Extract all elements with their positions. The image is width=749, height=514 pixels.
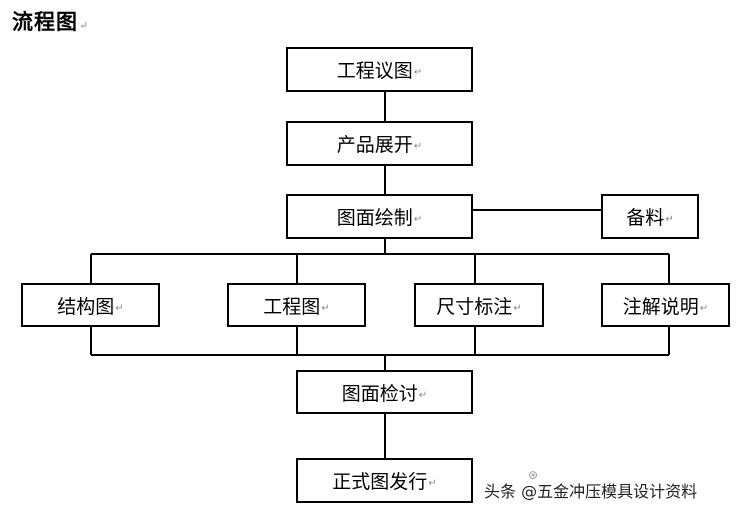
paragraph-mark: ↵ [321, 302, 330, 314]
paragraph-mark: ↵ [428, 478, 437, 489]
node-step1-label: 工程议图 [336, 60, 413, 82]
paragraph-mark: ↵ [115, 302, 124, 314]
paragraph-mark: ↵ [413, 214, 423, 225]
title-text: 流程图 [12, 9, 78, 34]
watermark-text: 头条 @五金冲压模具设计资料 [484, 482, 698, 501]
node-step2: 产品展开↵ [286, 121, 473, 166]
node-step3: 图面绘制↵ [286, 194, 473, 239]
paragraph-mark: ↵ [79, 19, 90, 32]
paragraph-mark: ↵ [699, 302, 709, 314]
paragraph-mark: ↵ [413, 67, 423, 78]
node-branch1: 结构图↵ [21, 283, 160, 327]
paragraph-mark: ↵ [665, 214, 674, 225]
node-branch3-label: 尺寸标注 [436, 295, 513, 318]
node-branch2-label: 工程图 [263, 295, 321, 318]
paragraph-mark: ↵ [513, 302, 522, 314]
node-step4-label: 图面检讨 [341, 382, 418, 405]
node-side: 备料↵ [601, 194, 699, 239]
node-step2-label: 产品展开 [336, 134, 413, 156]
node-branch4: 注解说明↵ [601, 283, 730, 327]
node-branch1-label: 结构图 [57, 295, 115, 318]
paragraph-mark: ↵ [418, 389, 428, 401]
node-step3-label: 图面绘制 [336, 207, 413, 229]
watermark: ⊛ 头条 @五金冲压模具设计资料 [484, 468, 698, 502]
paragraph-mark: ↵ [413, 141, 423, 152]
node-branch4-label: 注解说明 [622, 295, 699, 318]
node-side-label: 备料 [626, 207, 665, 229]
node-step4: 图面检讨↵ [296, 370, 473, 414]
node-step5-label: 正式图发行 [332, 471, 428, 493]
node-branch3: 尺寸标注↵ [414, 283, 544, 327]
wechat-like-icon: ⊛ [528, 468, 539, 482]
node-step5: 正式图发行↵ [296, 458, 473, 503]
node-step1: 工程议图↵ [286, 47, 473, 92]
node-branch2: 工程图↵ [227, 283, 366, 327]
diagram-title: 流程图↵ [12, 6, 89, 36]
